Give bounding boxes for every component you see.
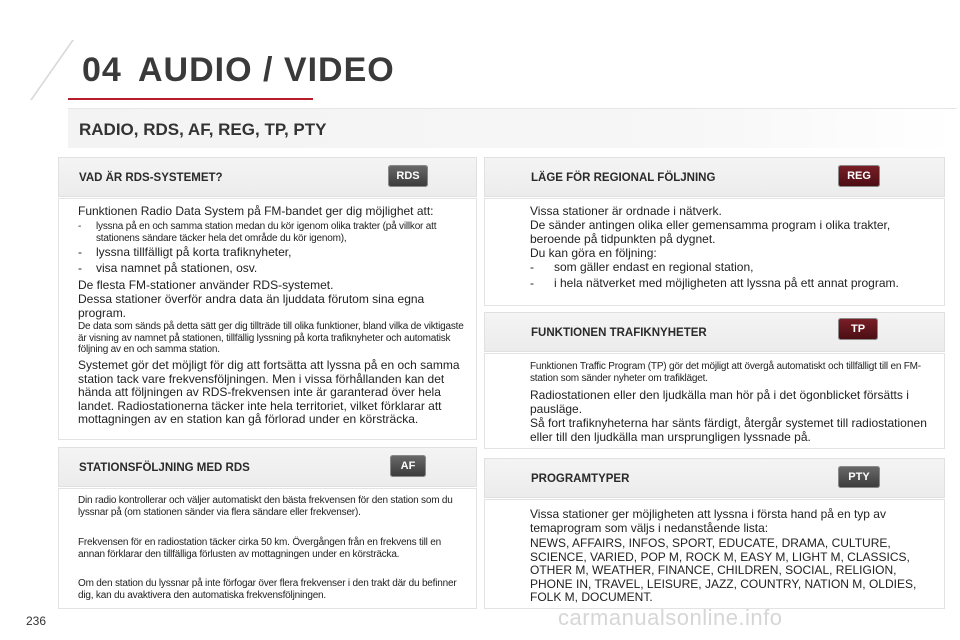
pty-heading-box: PROGRAMTYPER <box>484 458 945 498</box>
tp-heading: FUNKTIONEN TRAFIKNYHETER <box>531 327 707 339</box>
rds-paragraph-2: Dessa stationer överför andra data än lj… <box>78 292 425 320</box>
af-paragraph-1: Din radio kontrollerar och väljer automa… <box>78 495 453 518</box>
af-paragraph-3: Om den station du lyssnar på inte förfog… <box>78 578 457 601</box>
chapter-title: AUDIO / VIDEO <box>138 51 395 89</box>
pty-body <box>484 499 945 609</box>
rds-paragraph-1: De flesta FM-stationer använder RDS-syst… <box>78 278 334 292</box>
watermark: carmanualsonline.info <box>558 605 783 630</box>
rds-intro: Funktionen Radio Data System på FM-bande… <box>78 204 434 218</box>
af-heading: STATIONSFÖLJNING MED RDS <box>79 462 250 474</box>
tp-paragraph-2: Radiostationen eller den ljudkälla man h… <box>530 388 909 416</box>
af-badge-icon: AF <box>390 455 426 477</box>
rds-badge-icon: RDS <box>388 165 428 187</box>
list-item: -lyssna tillfälligt på korta trafiknyhet… <box>78 245 292 259</box>
pty-paragraph-1: Vissa stationer ger möjligheten att lyss… <box>530 507 886 535</box>
reg-paragraph-1: Vissa stationer är ordnade i nätverk. <box>530 204 722 218</box>
tp-body <box>484 353 945 449</box>
af-paragraph-2: Frekvensen för en radiostation täcker ci… <box>78 537 441 560</box>
rds-bullet-list: -lyssna på en och samma station medan du… <box>78 221 468 244</box>
section-band <box>68 108 957 148</box>
list-item: -i hela nätverket med möjligheten att ly… <box>530 275 899 290</box>
reg-heading: LÄGE FÖR REGIONAL FÖLJNING <box>531 172 716 184</box>
chapter-number: 04 <box>82 51 122 89</box>
rds-paragraph-3: De data som sänds på detta sätt ger dig … <box>78 321 464 355</box>
reg-paragraph-2: De sänder antingen olika eller gemensamm… <box>530 218 891 246</box>
af-body <box>58 488 477 609</box>
tp-paragraph-3: Så fort trafiknyheterna har sänts färdig… <box>530 416 927 444</box>
chapter-underline <box>68 98 313 100</box>
list-item: -visa namnet på stationen, osv. <box>78 260 258 275</box>
page-number: 236 <box>26 614 47 628</box>
rds-paragraph-4: Systemet gör det möjligt för dig att for… <box>78 358 460 426</box>
rds-bullet-list-2: -lyssna tillfälligt på korta trafiknyhet… <box>78 245 468 275</box>
section-title: RADIO, RDS, AF, REG, TP, PTY <box>79 120 327 139</box>
pty-badge-icon: PTY <box>838 466 880 488</box>
tp-paragraph-1: Funktionen Traffic Program (TP) gör det … <box>530 361 921 384</box>
reg-badge-icon: REG <box>838 165 880 187</box>
reg-bullet-list: -som gäller endast en regional station, … <box>530 260 940 290</box>
rds-body <box>58 198 477 440</box>
pty-program-list: NEWS, AFFAIRS, INFOS, SPORT, EDUCATE, DR… <box>530 536 917 604</box>
list-item: -lyssna på en och samma station medan du… <box>78 221 437 244</box>
pty-heading: PROGRAMTYPER <box>531 473 630 485</box>
tp-badge-icon: TP <box>838 318 878 340</box>
reg-paragraph-3: Du kan göra en följning: <box>530 246 657 260</box>
reg-body <box>484 198 945 306</box>
list-item: -som gäller endast en regional station, <box>530 260 754 274</box>
rds-heading: VAD ÄR RDS-SYSTEMET? <box>79 172 223 184</box>
